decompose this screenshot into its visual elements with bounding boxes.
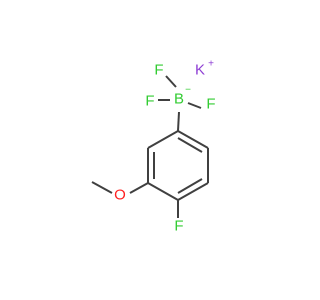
molecule-drawing: K + F F F B − O F [91,59,216,235]
fluorine-bottom-label: F [174,218,183,235]
ring-bond-6 [177,130,209,149]
fluorine-right-label: F [206,96,215,113]
bond-boron-fluorine-top [165,75,177,88]
bonds [91,75,209,218]
bond-boron-fluorine-right [187,102,202,109]
potassium-label: K [195,62,205,79]
bond-ring-oxygen [129,182,149,194]
ring-bond-1 [147,130,179,149]
bond-oxygen-methyl [91,181,113,194]
ring-bond-4 [177,182,209,201]
bond-boron-ring [177,111,180,132]
ring-bond-3 [147,182,179,201]
oxygen-label: O [114,187,126,204]
structure-canvas: K + F F F B − O F [91,58,216,235]
atom-labels: K + F F F B − O F [114,59,215,235]
potassium-charge: + [208,59,214,70]
fluorine-top-label: F [154,62,163,79]
boron-charge: − [185,85,191,96]
ring-inner-double-bond-3 [177,137,203,153]
boron-label: B [174,91,184,108]
ring-inner-double-bond-2 [177,178,203,194]
fluorine-left-label: F [145,93,154,110]
